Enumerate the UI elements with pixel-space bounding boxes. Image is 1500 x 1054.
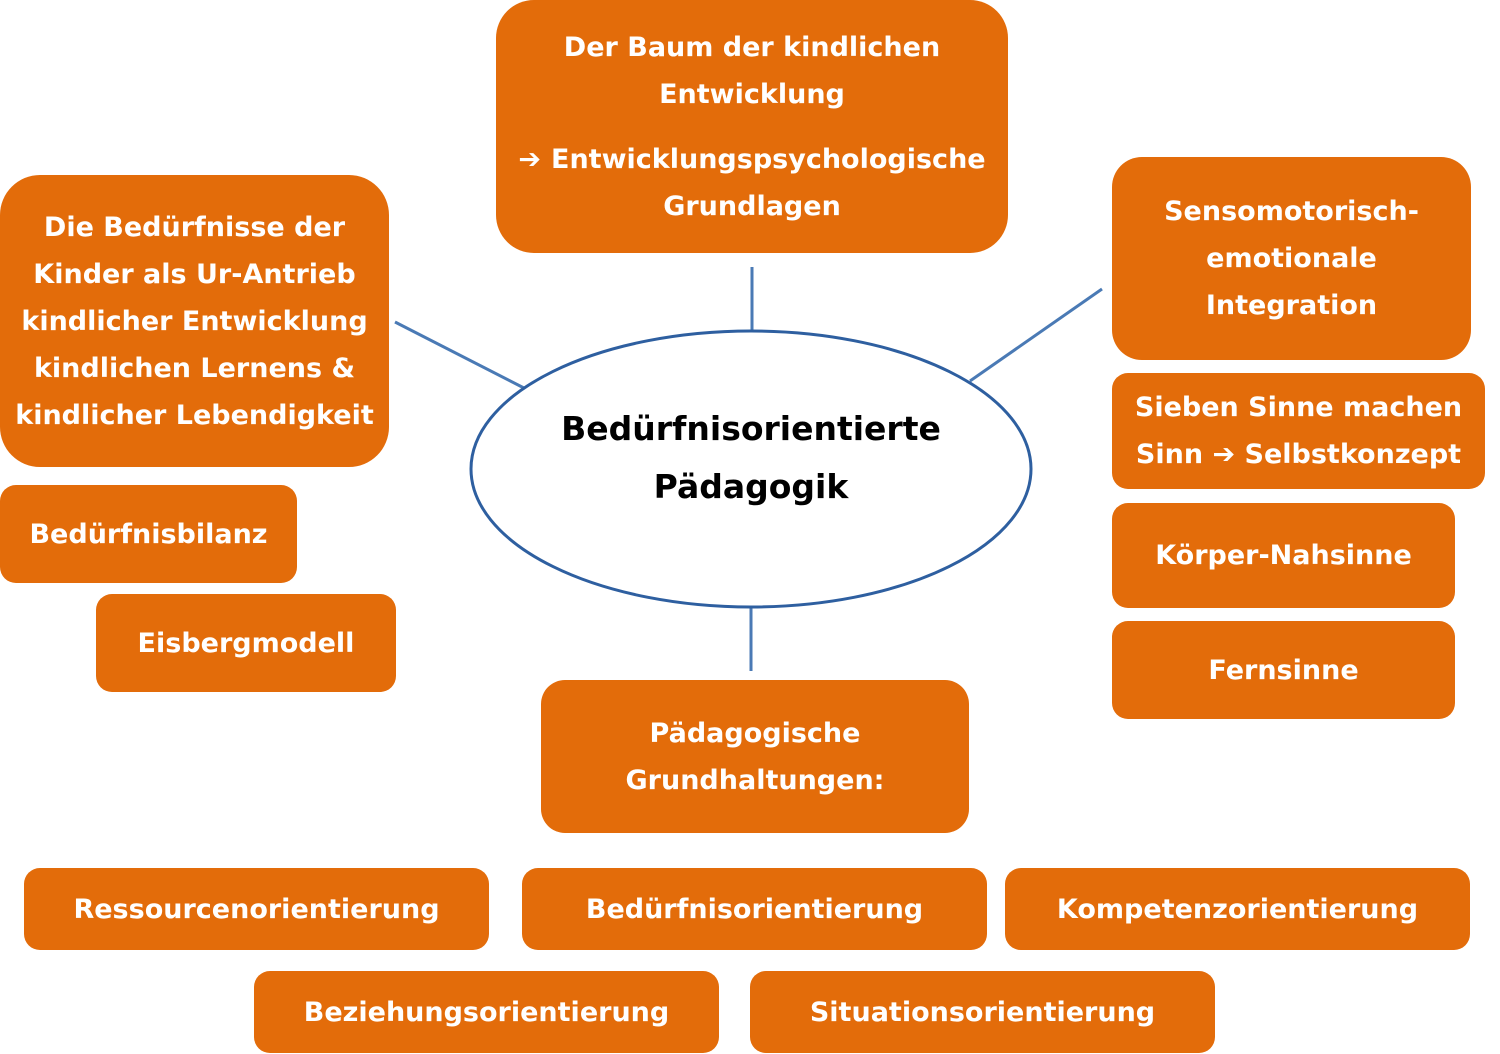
connector-right — [969, 287, 1103, 383]
box-bed-line5: kindlicher Lebendigkeit — [15, 399, 374, 431]
box-situationsorientierung: Situationsorientierung — [750, 971, 1215, 1053]
box-sens-line2: emotionale — [1206, 243, 1377, 274]
box-koerper-nahsinne: Körper-Nahsinne — [1112, 503, 1455, 608]
box-baum-line3: Entwicklungspsychologische — [551, 143, 986, 175]
arrow-right-icon: ➔ — [1212, 439, 1236, 470]
box-koerper-label: Körper-Nahsinne — [1155, 540, 1412, 571]
box-grund-line1: Pädagogische — [649, 717, 861, 749]
box-kompetenzorientierung: Kompetenzorientierung — [1005, 868, 1470, 950]
box-bed-line4: kindlichen Lernens & — [33, 352, 356, 384]
box-baum-line4: Grundlagen — [663, 190, 841, 222]
box-baum-entwicklung: Der Baum der kindlichen Entwicklung ➔ Ent… — [496, 0, 1008, 253]
box-beduerfnisse-kinder: Die Bedürfnisse der Kinder als Ur-Antrie… — [0, 175, 389, 467]
box-bed-line2: Kinder als Ur-Antrieb — [33, 258, 356, 290]
box-bedo-label: Bedürfnisorientierung — [585, 893, 924, 925]
box-grundhaltungen: Pädagogische Grundhaltungen: — [541, 680, 969, 833]
box-baum-line3-row: ➔ Entwicklungspsychologische — [518, 136, 985, 183]
box-beduerfnisbilanz: Bedürfnisbilanz — [0, 485, 297, 583]
box-sieben-sinne: Sieben Sinne machen Sinn ➔ Selbstkonzept — [1112, 373, 1485, 489]
box-baum-line1: Der Baum der kindlichen — [563, 31, 941, 63]
box-sieben-line2: Sinn ➔ Selbstkonzept — [1136, 431, 1461, 478]
arrow-right-icon: ➔ — [518, 143, 541, 175]
box-sieben-line1: Sieben Sinne machen — [1134, 392, 1463, 423]
box-sens-line1: Sensomotorisch- — [1164, 196, 1419, 227]
box-beduerfnisorientierung: Bedürfnisorientierung — [522, 868, 987, 950]
box-sieben-line2-b: Selbstkonzept — [1244, 439, 1462, 470]
box-bed-line1: Die Bedürfnisse der — [43, 211, 346, 243]
center-title-line2: Pädagogik — [653, 467, 849, 506]
connector-left — [394, 320, 525, 390]
box-beziehungsorientierung: Beziehungsorientierung — [254, 971, 719, 1053]
box-grund-line2: Grundhaltungen: — [625, 764, 885, 796]
box-sens-line3: Integration — [1205, 290, 1378, 321]
box-sieben-line2-a: Sinn — [1135, 439, 1204, 470]
center-ellipse — [469, 329, 1033, 609]
box-kom-label: Kompetenzorientierung — [1056, 893, 1419, 925]
center-title: Bedürfnisorientierte Pädagogik — [520, 400, 982, 516]
box-sit-label: Situationsorientierung — [809, 996, 1156, 1028]
box-res-label: Ressourcenorientierung — [73, 893, 440, 925]
box-eisbergmodell: Eisbergmodell — [96, 594, 396, 692]
box-ressourcenorientierung: Ressourcenorientierung — [24, 868, 489, 950]
box-bez-label: Beziehungsorientierung — [303, 996, 670, 1028]
box-baum-line2: Entwicklung — [659, 78, 845, 110]
box-sensomotorisch: Sensomotorisch- emotionale Integration — [1112, 157, 1471, 360]
box-bilanz-label: Bedürfnisbilanz — [29, 518, 268, 550]
box-fernsinne: Fernsinne — [1112, 621, 1455, 719]
box-fern-label: Fernsinne — [1208, 654, 1359, 686]
center-title-line1: Bedürfnisorientierte — [561, 409, 941, 448]
box-bed-line3: kindlicher Entwicklung — [21, 305, 368, 337]
box-eis-label: Eisbergmodell — [137, 627, 355, 659]
